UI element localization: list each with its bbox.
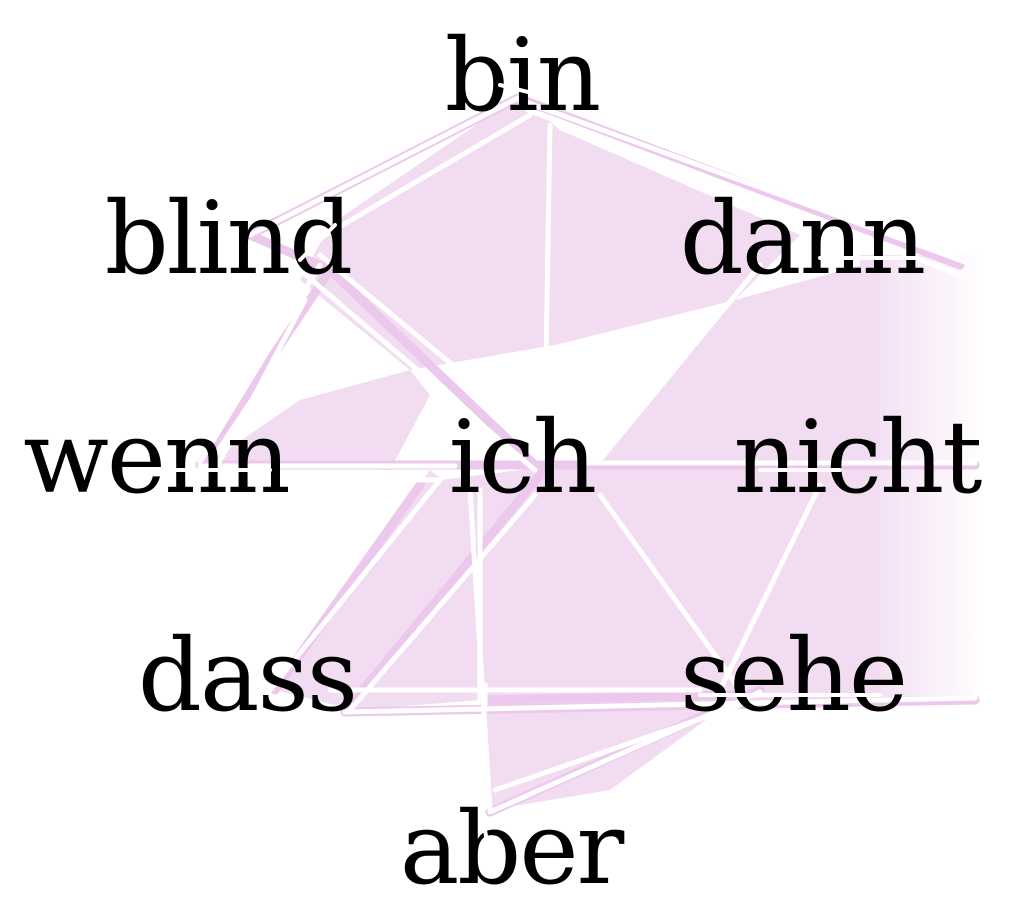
word-ich: ich — [449, 399, 595, 516]
edge-ich-dass-2 — [347, 492, 538, 713]
word-nodes: bin blind dann wenn ich nicht dass sehe … — [23, 17, 984, 907]
edge-ich-sehe — [597, 492, 743, 693]
edge-bin-blind — [247, 95, 521, 238]
edge-sehe-aber-2 — [492, 702, 743, 793]
edge-bin-dann — [517, 97, 968, 265]
ribbon-left-wedge — [205, 370, 430, 470]
word-dann: dann — [680, 180, 924, 297]
ribbon-lower-left — [275, 470, 480, 710]
edge-dass-sehe — [342, 695, 978, 715]
edge-bin-dann-2 — [525, 107, 963, 278]
edge-dann-ich — [597, 262, 763, 463]
word-aber: aber — [400, 790, 625, 907]
edges — [197, 95, 978, 815]
edge-bin-ich — [542, 122, 553, 423]
edge-blind-ich — [297, 267, 538, 473]
word-dass: dass — [138, 617, 356, 734]
ribbon-fade-right — [860, 255, 985, 705]
edges-over-text — [168, 83, 917, 862]
edge-bin-blind-inner — [297, 112, 533, 253]
word-wenn: wenn — [23, 399, 289, 516]
edge-ich-dass — [267, 477, 443, 693]
word-blind: blind — [105, 180, 351, 297]
ribbon-fills — [205, 95, 985, 810]
edge-nicht-sehe — [717, 482, 823, 693]
word-nicht: nicht — [734, 399, 983, 516]
word-bin: bin — [445, 17, 599, 134]
edge-blind-wenn-2 — [212, 297, 308, 473]
ribbon-center — [355, 260, 880, 705]
word-sehe: sehe — [680, 617, 906, 734]
edge-blind-ich-2 — [317, 252, 558, 453]
edge-blind-wenn — [197, 262, 323, 465]
